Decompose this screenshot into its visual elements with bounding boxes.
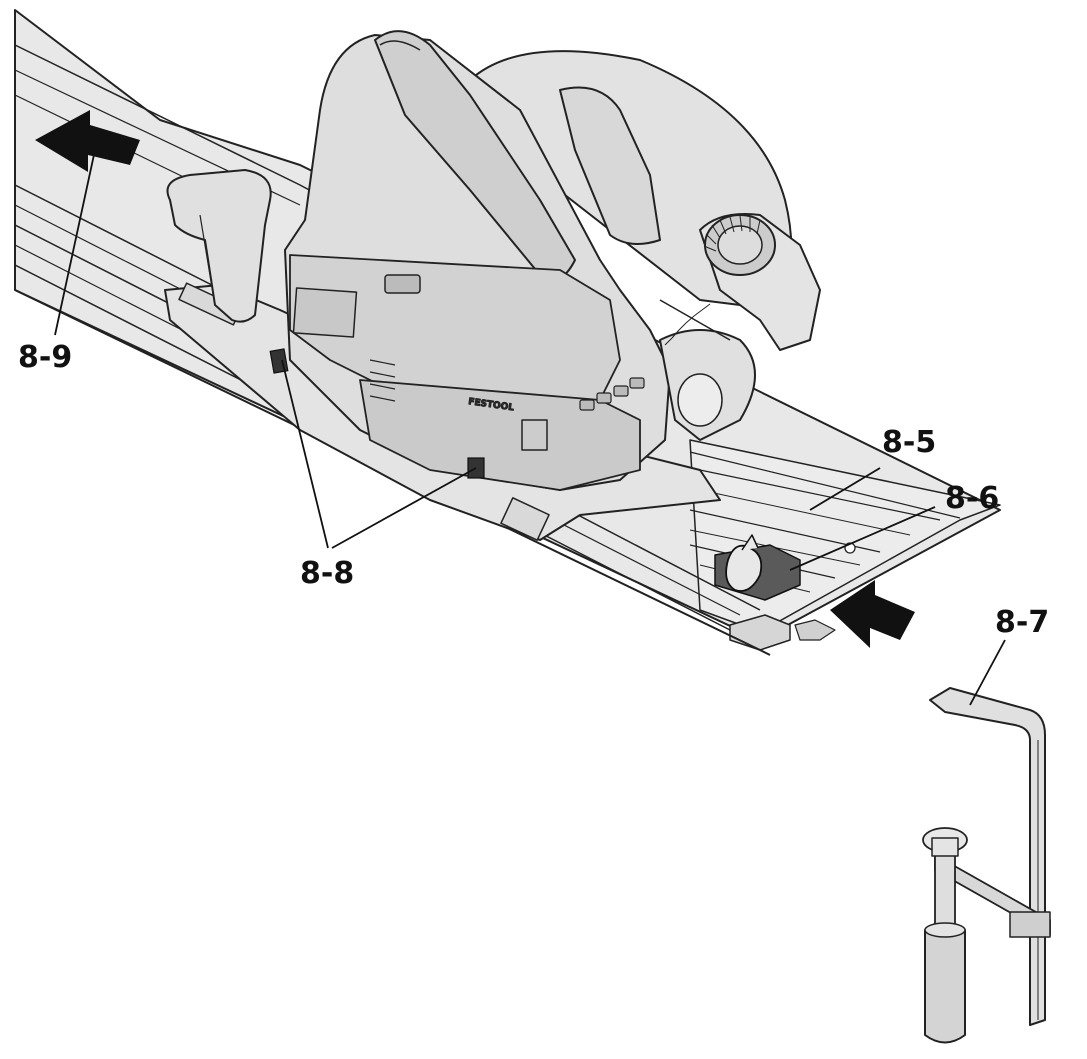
riving-knife-guard	[659, 299, 756, 441]
rail-stop	[714, 534, 801, 601]
callout-stop: 8-6	[945, 481, 999, 516]
depth-scale	[664, 303, 711, 346]
insertion-arrow	[830, 580, 915, 648]
screw-clamp	[922, 687, 1051, 1044]
callout-adjusters: 8-8	[300, 556, 354, 591]
leader-lines	[54, 149, 1006, 706]
callout-clamp: 8-7	[995, 605, 1049, 640]
callout-direction: 8-9	[18, 340, 72, 375]
control-buttons	[579, 377, 645, 411]
vent-slots	[369, 359, 396, 402]
direction-arrow	[35, 110, 140, 172]
rear-handle	[166, 169, 272, 323]
dust-extraction-port	[699, 213, 821, 351]
callout-rail: 8-5	[882, 425, 936, 460]
